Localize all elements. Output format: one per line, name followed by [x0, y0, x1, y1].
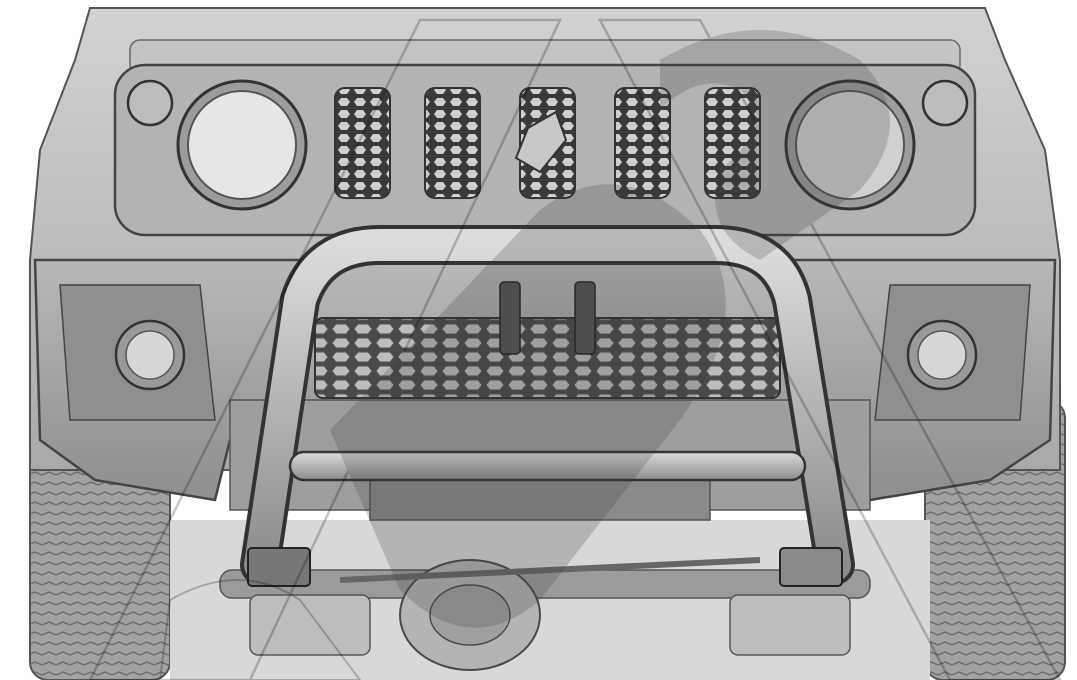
lower-grille-mesh [314, 317, 781, 399]
right-headlight [784, 79, 916, 211]
grille-slot [614, 87, 671, 199]
grille-slot [424, 87, 481, 199]
bull-bar [240, 225, 855, 587]
underbody-axle [170, 520, 930, 680]
grille-slot [334, 87, 391, 199]
brand-emblem [514, 110, 568, 174]
left-indicator-light [126, 79, 174, 127]
bull-bar-bracket [574, 281, 596, 355]
bull-bar-crossbar [288, 450, 807, 482]
bull-bar-left-mount [247, 547, 311, 587]
grille-slot [704, 87, 761, 199]
left-headlight [176, 79, 308, 211]
grille-slots [334, 87, 761, 199]
bull-bar-bracket [499, 281, 521, 355]
left-fog-light [114, 319, 186, 391]
right-indicator-light [921, 79, 969, 127]
right-fog-light [906, 319, 978, 391]
bull-bar-right-mount [779, 547, 843, 587]
watermark [88, 18, 1062, 680]
